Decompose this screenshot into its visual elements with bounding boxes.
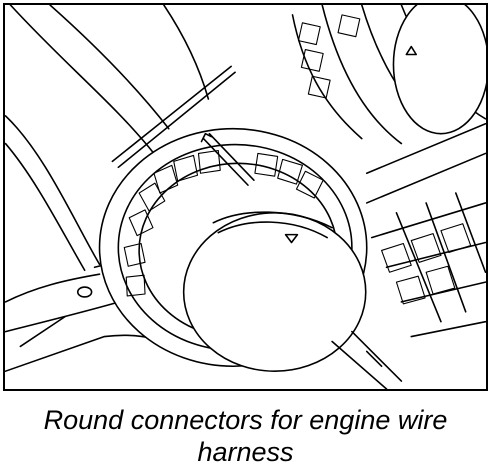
grid-panel	[365, 122, 486, 338]
alignment-mark	[284, 233, 299, 244]
figure-frame	[3, 3, 488, 391]
wire	[111, 65, 236, 169]
caption-line-1: Round connectors for engine wire	[43, 405, 448, 435]
locking-lever	[202, 137, 249, 186]
connector-ribs	[123, 149, 324, 297]
caption-line-2: harness	[197, 437, 294, 467]
upper-connector	[291, 5, 486, 145]
connector-illustration	[5, 5, 486, 389]
figure-caption: Round connectors for engine wire harness	[0, 404, 491, 468]
round-connector	[98, 127, 403, 389]
